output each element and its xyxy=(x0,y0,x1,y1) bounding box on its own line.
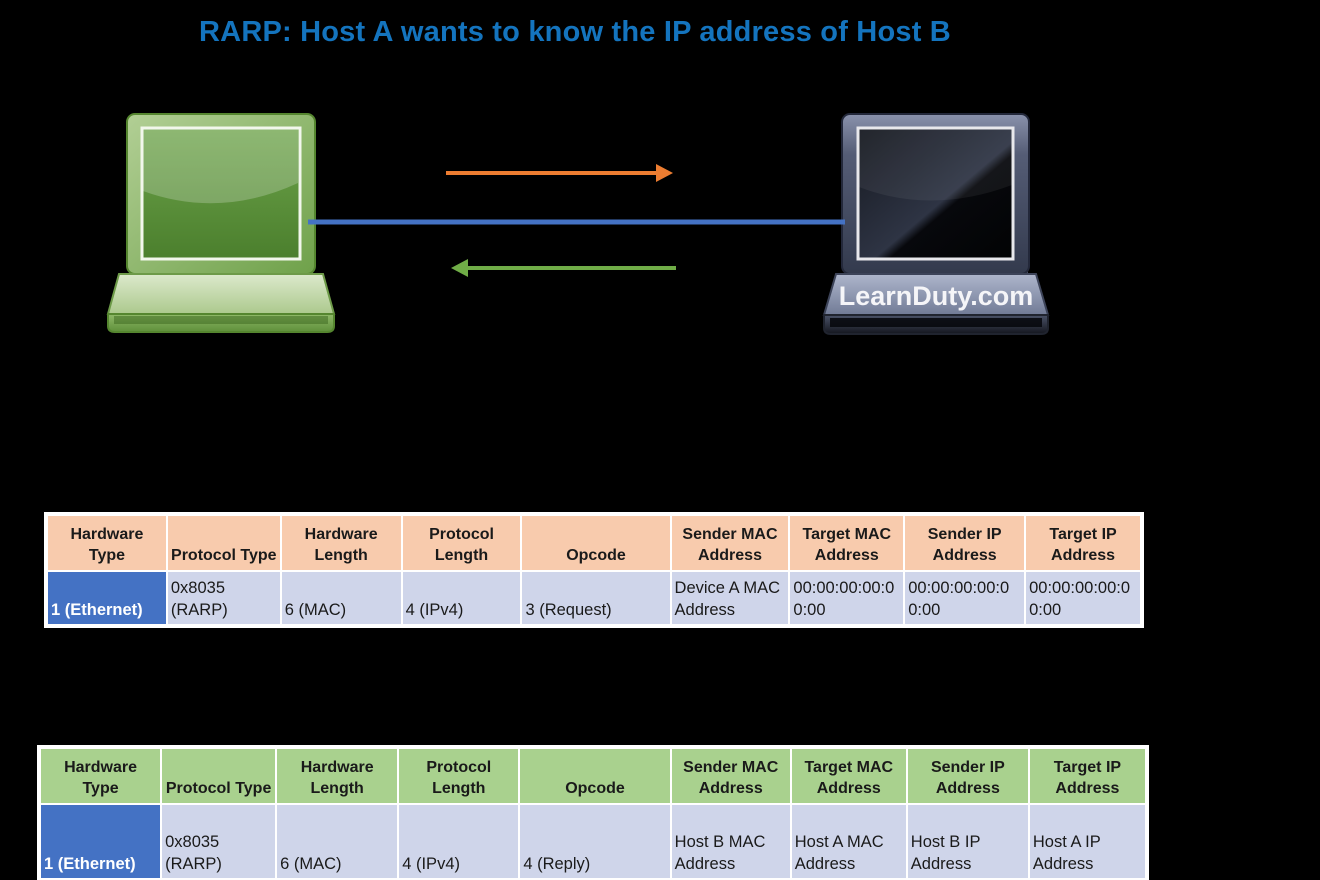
reply-data-row: 1 (Ethernet) 0x8035 (RARP) 6 (MAC) 4 (IP… xyxy=(41,805,1145,878)
header-cell: Sender MAC Address xyxy=(671,516,789,570)
header-cell: Hardware Type xyxy=(48,516,166,570)
header-cell: Hardware Type xyxy=(41,749,161,803)
data-cell: Host A IP Address xyxy=(1029,805,1145,878)
header-cell: Target MAC Address xyxy=(790,516,904,570)
header-cell: Sender IP Address xyxy=(905,516,1025,570)
data-cell: 6 (MAC) xyxy=(281,572,401,624)
header-cell: Target MAC Address xyxy=(791,749,906,803)
data-cell: Host B IP Address xyxy=(907,805,1028,878)
data-cell: 00:00:00:00:00:00 xyxy=(905,572,1025,624)
data-cell: 4 (IPv4) xyxy=(402,572,521,624)
header-cell: Target IP Address xyxy=(1029,749,1145,803)
laptop-b-screen-gloss xyxy=(859,129,1012,201)
data-cell: Host A MAC Address xyxy=(791,805,906,878)
header-cell: Protocol Type xyxy=(162,749,276,803)
header-cell: Hardware Length xyxy=(281,516,401,570)
data-cell: 4 (IPv4) xyxy=(399,805,519,878)
rarp-request-table: Hardware Type Protocol Type Hardware Len… xyxy=(44,512,1144,628)
rarp-request-arrow xyxy=(446,164,673,182)
header-cell: Sender IP Address xyxy=(907,749,1028,803)
data-cell: 3 (Request) xyxy=(522,572,670,624)
header-cell: Target IP Address xyxy=(1026,516,1140,570)
data-cell: 1 (Ethernet) xyxy=(41,805,161,878)
laptop-b-lip-shadow xyxy=(830,318,1042,327)
request-data-row: 1 (Ethernet) 0x8035 (RARP) 6 (MAC) 4 (IP… xyxy=(48,572,1140,624)
diagram-title: RARP: Host A wants to know the IP addres… xyxy=(199,16,951,48)
data-cell: 1 (Ethernet) xyxy=(48,572,166,624)
header-cell: Opcode xyxy=(520,749,670,803)
header-cell: Protocol Length xyxy=(399,749,519,803)
laptop-a-lip-shadow xyxy=(114,316,328,324)
header-cell: Protocol Type xyxy=(167,516,280,570)
header-cell: Protocol Length xyxy=(402,516,521,570)
data-cell: 0x8035 (RARP) xyxy=(167,572,280,624)
rarp-exchange-arrows xyxy=(308,164,845,277)
rarp-reply-arrow xyxy=(451,259,676,277)
data-cell: 0x8035 (RARP) xyxy=(162,805,276,878)
header-cell: Opcode xyxy=(522,516,670,570)
laptop-a-screen-gloss xyxy=(143,129,298,204)
data-cell: 6 (MAC) xyxy=(277,805,398,878)
data-cell: Device A MAC Address xyxy=(671,572,789,624)
host-a-laptop xyxy=(106,113,336,333)
data-cell: Host B MAC Address xyxy=(671,805,790,878)
laptop-b-screen xyxy=(856,126,1015,261)
request-header-row: Hardware Type Protocol Type Hardware Len… xyxy=(48,516,1140,570)
reply-header-row: Hardware Type Protocol Type Hardware Len… xyxy=(41,749,1145,803)
host-b-laptop: LearnDuty.com xyxy=(822,113,1050,335)
data-cell: 00:00:00:00:00:00 xyxy=(1026,572,1140,624)
host-b-brand-label: LearnDuty.com xyxy=(839,281,1034,311)
header-cell: Sender MAC Address xyxy=(671,749,790,803)
laptop-a-screen xyxy=(140,126,302,261)
data-cell: 00:00:00:00:00:00 xyxy=(790,572,904,624)
data-cell: 4 (Reply) xyxy=(520,805,670,878)
header-cell: Hardware Length xyxy=(277,749,398,803)
rarp-reply-table: Hardware Type Protocol Type Hardware Len… xyxy=(37,745,1149,880)
